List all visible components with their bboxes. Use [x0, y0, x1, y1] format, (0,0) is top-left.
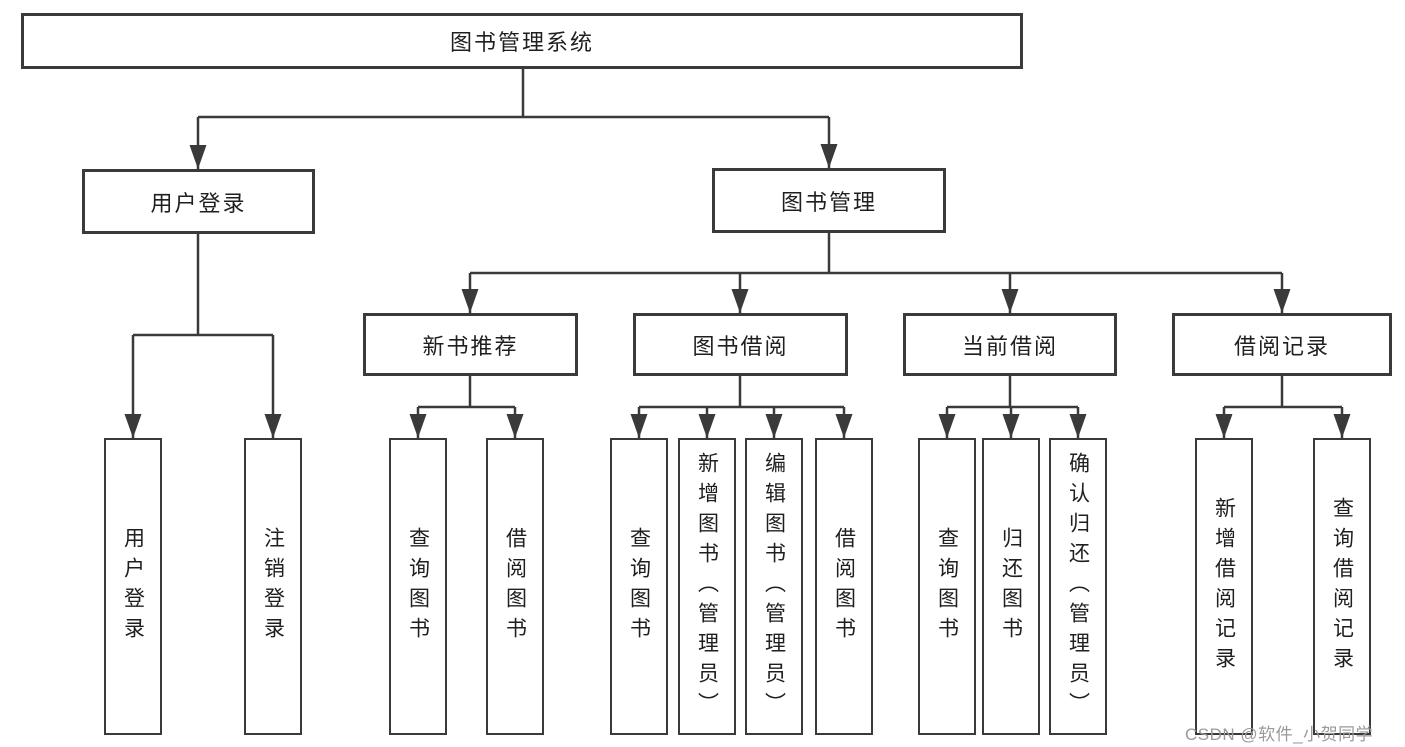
leaf-label: 确认归还（管理员）	[1066, 451, 1090, 722]
node-label: 图书管理	[780, 189, 877, 215]
leaf-borrow-books-borrowing: 借阅图书	[815, 438, 873, 735]
leaf-label: 查询借阅记录	[1330, 496, 1354, 677]
leaf-return-books: 归还图书	[982, 438, 1040, 735]
leaf-label: 归还图书	[999, 526, 1023, 647]
leaf-edit-book-admin: 编辑图书（管理员）	[745, 438, 803, 735]
node-user-login: 用户登录	[82, 169, 315, 234]
node-book-borrowing: 图书借阅	[633, 313, 848, 376]
leaf-query-books-current: 查询图书	[918, 438, 976, 735]
leaf-label: 注销登录	[261, 526, 285, 647]
watermark-text: CSDN @软件_小贺同学	[1185, 725, 1374, 744]
node-borrowing-records: 借阅记录	[1172, 313, 1392, 376]
leaf-add-borrow-record: 新增借阅记录	[1195, 438, 1253, 735]
node-label: 借阅记录	[1233, 333, 1330, 359]
leaf-label: 借阅图书	[503, 526, 527, 647]
leaf-confirm-return-admin: 确认归还（管理员）	[1049, 438, 1107, 735]
node-current-borrowing: 当前借阅	[903, 313, 1117, 376]
leaf-label: 新增图书（管理员）	[695, 451, 719, 722]
node-label: 图书借阅	[692, 333, 789, 359]
node-label: 用户登录	[150, 190, 247, 216]
leaf-label: 查询图书	[406, 526, 430, 647]
leaf-borrow-books-recommend: 借阅图书	[486, 438, 544, 735]
leaf-label: 编辑图书（管理员）	[762, 451, 786, 722]
leaf-label: 查询图书	[627, 526, 651, 647]
node-label: 当前借阅	[961, 333, 1058, 359]
leaf-logout-login: 注销登录	[244, 438, 302, 735]
leaf-query-books-recommend: 查询图书	[389, 438, 447, 735]
leaf-query-borrow-record: 查询借阅记录	[1313, 438, 1371, 735]
node-library-management-system: 图书管理系统	[21, 13, 1023, 69]
leaf-label: 新增借阅记录	[1212, 496, 1236, 677]
node-label: 图书管理系统	[449, 30, 594, 55]
leaf-label: 借阅图书	[832, 526, 856, 647]
node-new-book-recommendation: 新书推荐	[363, 313, 578, 376]
node-book-management: 图书管理	[712, 168, 946, 233]
leaf-add-book-admin: 新增图书（管理员）	[678, 438, 736, 735]
leaf-label: 用户登录	[121, 526, 145, 647]
leaf-user-login: 用户登录	[104, 438, 162, 735]
leaf-query-books-borrowing: 查询图书	[610, 438, 668, 735]
node-label: 新书推荐	[422, 333, 519, 359]
leaf-label: 查询图书	[935, 526, 959, 647]
